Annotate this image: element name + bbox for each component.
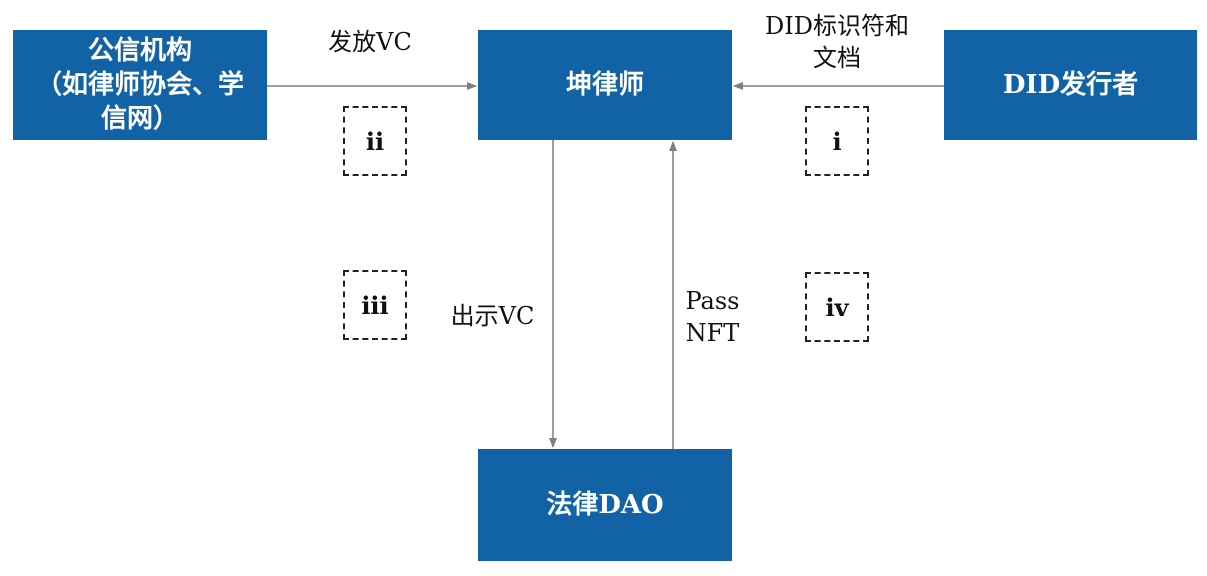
did-document-label: DID标识符和 文档 xyxy=(742,10,932,74)
did-issuer-label: DID发行者 xyxy=(1002,70,1139,100)
law-dao-node: 法律DAO xyxy=(478,449,732,561)
issue-vc-label: 发放VC xyxy=(328,28,412,56)
marker-i-text: i xyxy=(832,126,842,156)
marker-iii: iii xyxy=(343,270,407,340)
marker-iii-text: iii xyxy=(361,290,389,320)
did-document-label-line: 文档 xyxy=(813,44,861,72)
marker-ii: ii xyxy=(343,106,407,176)
institution-label-line: （如律师协会、学 xyxy=(35,70,244,100)
pass-nft-label-line: NFT xyxy=(685,319,740,347)
law-dao-label: 法律DAO xyxy=(546,490,664,520)
institution-node: 公信机构 （如律师协会、学 信网） xyxy=(13,30,267,140)
did-issuer-node: DID发行者 xyxy=(944,30,1197,140)
pass-nft-label: Pass NFT xyxy=(670,285,755,349)
did-document-label-line: DID标识符和 xyxy=(765,12,909,40)
marker-iv: iv xyxy=(805,272,869,342)
marker-iv-text: iv xyxy=(825,292,849,322)
kun-lawyer-node: 坤律师 xyxy=(478,30,732,140)
marker-i: i xyxy=(805,106,869,176)
marker-ii-text: ii xyxy=(365,126,385,156)
show-vc-label: 出示VC xyxy=(450,302,535,330)
pass-nft-label-line: Pass xyxy=(685,287,740,315)
institution-label: 公信机构 （如律师协会、学 信网） xyxy=(36,34,244,136)
institution-label-line: 信网） xyxy=(100,104,179,134)
kun-lawyer-label: 坤律师 xyxy=(565,70,644,100)
institution-label-line: 公信机构 xyxy=(87,36,192,66)
